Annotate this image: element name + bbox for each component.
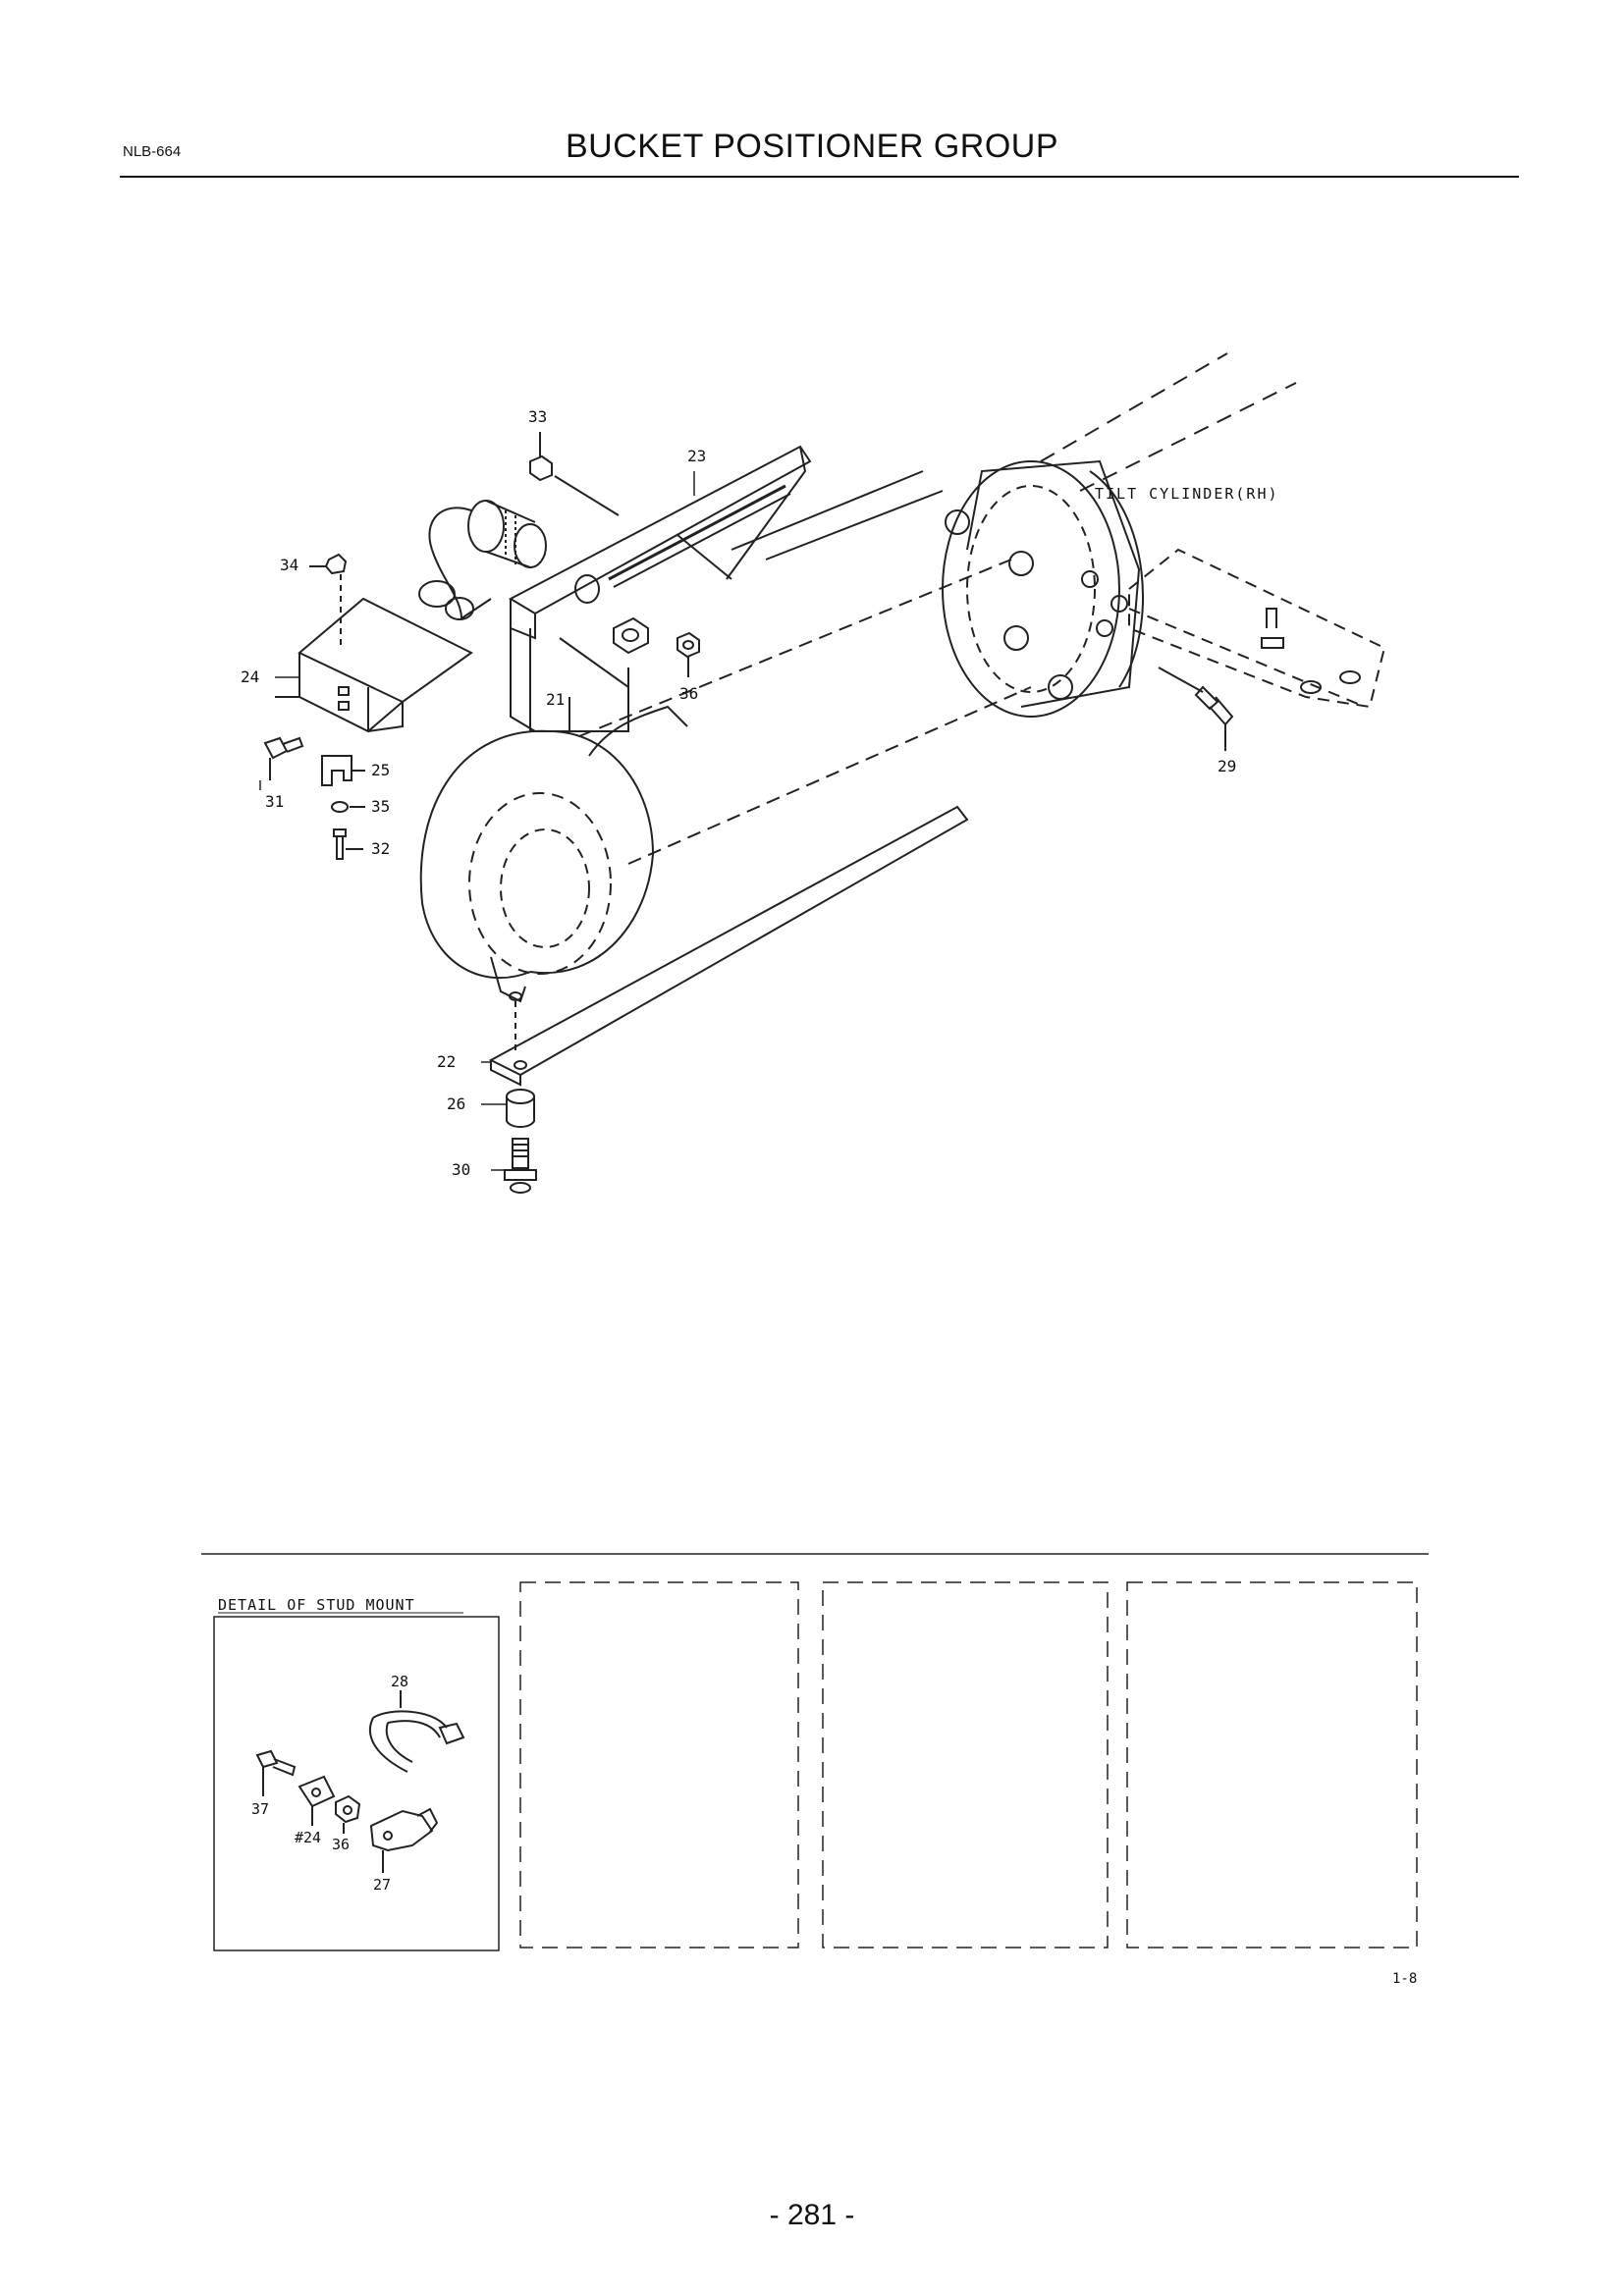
callout-27: 27	[373, 1876, 391, 1894]
callout-35: 35	[371, 797, 390, 816]
nut-36	[677, 631, 700, 677]
strap-28	[368, 1690, 465, 1773]
callout-26: 26	[447, 1095, 465, 1113]
cover-24	[275, 597, 473, 733]
strap-22	[488, 805, 969, 1087]
callout-34: 34	[280, 556, 298, 574]
figure-reference: 1-8	[1392, 1971, 1417, 1987]
page-title: BUCKET POSITIONER GROUP	[565, 128, 1059, 165]
main-callouts: 33 23 34 24 21 36 31 25 35 32 29 22 26 3…	[241, 407, 1279, 1179]
bracket-27	[369, 1807, 439, 1873]
header-rule	[120, 176, 1519, 178]
bolt-37	[255, 1749, 297, 1796]
bracket-23	[508, 445, 812, 732]
washer-24	[298, 1775, 336, 1826]
empty-panel-3	[1126, 1581, 1418, 1949]
callout-21: 21	[546, 690, 565, 709]
tilt-cylinder-label: TILT CYLINDER(RH)	[1095, 485, 1279, 503]
bolt-30	[504, 1138, 537, 1194]
bolt-31	[263, 736, 304, 780]
empty-panel-2	[822, 1581, 1109, 1949]
callout-31: 31	[265, 792, 284, 811]
leader-lines	[259, 471, 695, 1171]
mounting-plate	[1128, 548, 1386, 709]
empty-panel-1	[519, 1581, 799, 1949]
callout-28: 28	[391, 1673, 408, 1690]
screw-32	[333, 828, 363, 860]
callout-24: 24	[241, 667, 259, 686]
callout-24-detail: #24	[295, 1829, 321, 1846]
callout-36-detail: 36	[332, 1836, 350, 1853]
detail-callouts: 28 37 #24 36 27	[251, 1673, 408, 1894]
callout-30: 30	[452, 1160, 470, 1179]
callout-23: 23	[687, 447, 706, 465]
callout-36: 36	[679, 684, 698, 703]
bolt-29	[1158, 667, 1234, 751]
nut-36-detail	[335, 1794, 361, 1834]
tilt-cylinder	[419, 352, 1297, 1003]
callout-29: 29	[1218, 757, 1236, 775]
callout-32: 32	[371, 839, 390, 858]
washer-35	[331, 801, 365, 813]
callout-37: 37	[251, 1800, 269, 1818]
nut-33	[529, 432, 620, 516]
document-code: NLB-664	[123, 143, 182, 160]
detail-panel: DETAIL OF STUD MOUNT	[213, 1596, 500, 1951]
spacer-26	[506, 1089, 535, 1128]
callout-22: 22	[437, 1052, 456, 1071]
clip-25	[321, 755, 365, 786]
callout-33: 33	[528, 407, 547, 426]
nut-34	[309, 553, 348, 648]
proximity-sensor-21	[418, 500, 649, 655]
callout-25: 25	[371, 761, 390, 779]
detail-panel-title: DETAIL OF STUD MOUNT	[218, 1596, 415, 1614]
callout-bracket-21	[529, 628, 629, 732]
page-number: - 281 -	[769, 2199, 855, 2231]
